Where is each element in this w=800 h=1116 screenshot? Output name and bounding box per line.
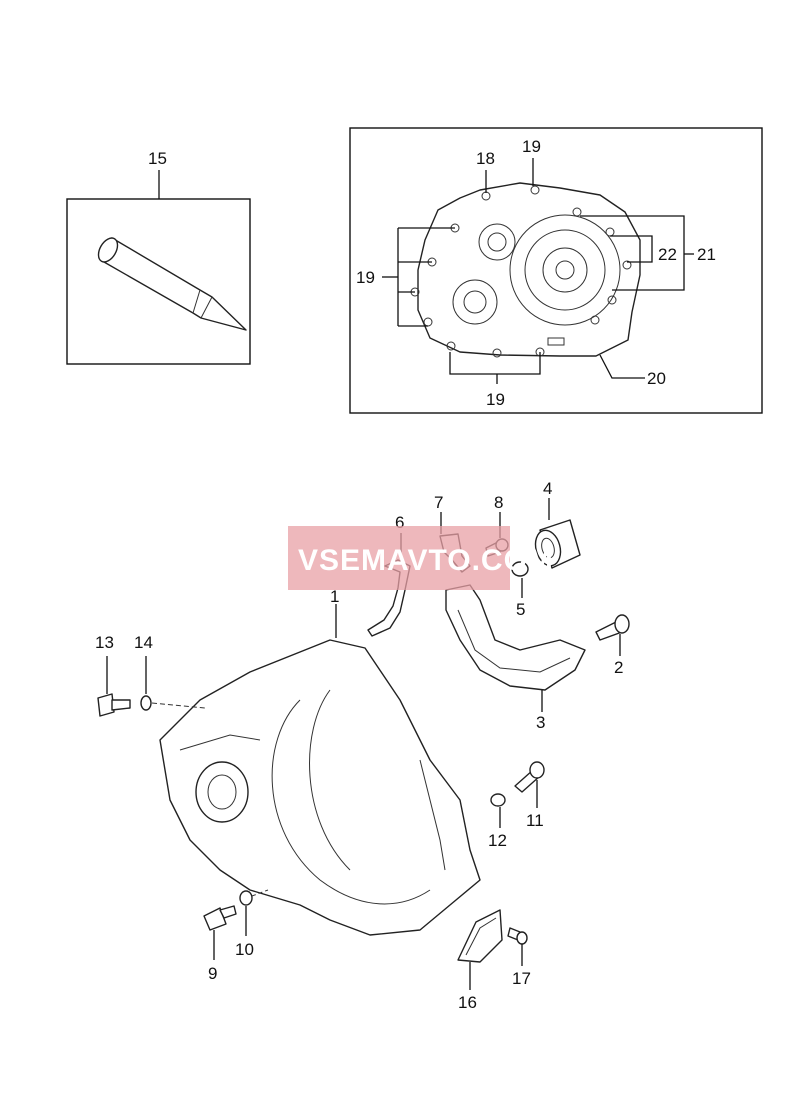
label-8: 8 [494, 493, 503, 512]
ring-5 [511, 561, 529, 598]
label-13: 13 [95, 633, 114, 652]
plug-9 [203, 905, 237, 960]
bolt-2 [595, 614, 630, 656]
label-14: 14 [134, 633, 153, 652]
label-1: 1 [330, 587, 339, 606]
cover-16 [457, 909, 503, 990]
label-18: 18 [476, 149, 495, 168]
washer-14 [140, 656, 206, 711]
case-box [349, 127, 763, 414]
bell-housing [159, 604, 481, 936]
label-19-bottom: 19 [486, 390, 505, 409]
label-19-left: 19 [356, 268, 375, 287]
washer-10 [239, 889, 269, 936]
watermark: VSEMAVTO.COM [288, 526, 554, 590]
washer-12 [490, 793, 506, 828]
label-3: 3 [536, 713, 545, 732]
label-7: 7 [434, 493, 443, 512]
sealant-box [66, 170, 251, 365]
label-2: 2 [614, 658, 623, 677]
bearing-4 [534, 498, 581, 569]
label-6: 6 [395, 513, 404, 532]
label-22: 22 [658, 245, 677, 264]
label-17: 17 [512, 969, 531, 988]
label-20: 20 [647, 369, 666, 388]
label-4: 4 [543, 479, 552, 498]
label-9: 9 [208, 964, 217, 983]
label-21: 21 [697, 245, 716, 264]
label-19-top: 19 [522, 137, 541, 156]
watermark-text: VSEMAVTO.COM [298, 544, 554, 577]
bolt-17 [507, 927, 528, 966]
label-11: 11 [526, 811, 544, 830]
label-12: 12 [488, 831, 507, 850]
label-10: 10 [235, 940, 254, 959]
label-15: 15 [148, 149, 167, 168]
shield-3 [445, 584, 586, 712]
bolt-11 [514, 761, 545, 808]
label-5: 5 [516, 600, 525, 619]
label-16: 16 [458, 993, 477, 1012]
bolt-13 [97, 656, 131, 717]
